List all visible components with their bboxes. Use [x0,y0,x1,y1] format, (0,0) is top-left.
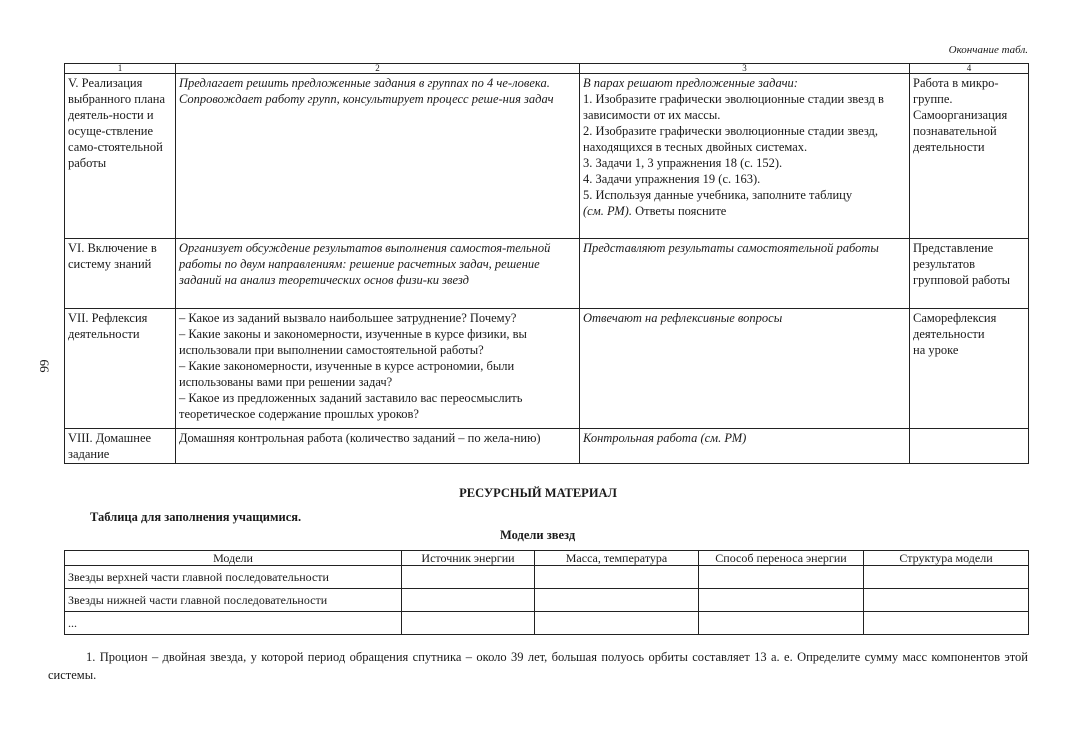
star-models-table: Модели Источник энергии Масса, температу… [64,550,1029,635]
stage-cell: VIII. Домашнее задание [64,428,176,464]
table-row: Звезды нижней части главной последовател… [64,588,1029,612]
empty-cell [863,611,1029,635]
empty-cell [534,565,699,589]
models-table-title: Модели звезд [500,528,576,542]
teacher-activity-cell: – Какое из заданий вызвало наибольшее за… [175,308,580,429]
activity-type-cell: Представление результатов групповой рабо… [909,238,1029,309]
empty-cell [863,565,1029,589]
column-number-row: 1 2 3 4 [64,63,1029,74]
table-row: V. Реализация выбранного плана деятель-н… [64,73,1029,239]
student-activity-cell: В парах решают предложенные задачи: 1. И… [579,73,910,239]
empty-cell [698,611,864,635]
lesson-plan-table: 1 2 3 4 V. Реализация выбранного плана д… [64,63,1029,464]
student-activity-cell: Контрольная работа (см. РМ) [579,428,910,464]
teacher-activity-cell: Домашняя контрольная работа (количество … [175,428,580,464]
student-activity-cell: Представляют результаты самостоятельной … [579,238,910,309]
table-row: VIII. Домашнее задание Домашняя контроль… [64,428,1029,464]
column-header: Масса, температура [534,550,699,566]
table-row: VII. Рефлексия деятельности – Какое из з… [64,308,1029,429]
column-header: Структура модели [863,550,1029,566]
table-intro: Таблица для заполнения учащимися. [90,510,302,524]
empty-cell [401,588,535,612]
table-row: Звезды верхней части главной последовате… [64,565,1029,589]
student-activity-cell: Отвечают на рефлексивные вопросы [579,308,910,429]
stage-cell: VII. Рефлексия деятельности [64,308,176,429]
student-task-tail-text: Ответы поясните [631,204,727,218]
column-header: Модели [64,550,402,566]
empty-cell [534,611,699,635]
empty-cell [401,611,535,635]
activity-type-cell: Работа в микро-группе. Самоорганизация п… [909,73,1029,239]
column-number: 3 [579,63,910,74]
table-caption: Окончание табл. [948,44,1028,56]
models-header-row: Модели Источник энергии Масса, температу… [64,550,1029,566]
resource-material-heading: РЕСУРСНЫЙ МАТЕРИАЛ [459,486,617,500]
empty-cell [698,565,864,589]
empty-cell [534,588,699,612]
column-number: 2 [175,63,580,74]
stage-cell: VI. Включение в систему знаний [64,238,176,309]
model-name-cell: ... [64,611,402,635]
teacher-activity-cell: Организует обсуждение результатов выполн… [175,238,580,309]
stage-cell: V. Реализация выбранного плана деятель-н… [64,73,176,239]
empty-cell [698,588,864,612]
model-name-cell: Звезды нижней части главной последовател… [64,588,402,612]
activity-type-cell: Саморефлексия деятельности на уроке [909,308,1029,429]
task-paragraph: 1. Процион – двойная звезда, у которой п… [48,650,1028,682]
column-number: 1 [64,63,176,74]
column-header: Способ переноса энергии [698,550,864,566]
model-name-cell: Звезды верхней части главной последовате… [64,565,402,589]
student-activity-intro: В парах решают предложенные задачи: [583,76,798,90]
column-number: 4 [909,63,1029,74]
empty-cell [863,588,1029,612]
teacher-activity-cell: Предлагает решить предложенные задания в… [175,73,580,239]
student-task-tail: (см. РМ). Ответы поясните [583,203,906,219]
table-row: ... [64,611,1029,635]
activity-type-cell [909,428,1029,464]
table-row: VI. Включение в систему знаний Организуе… [64,238,1029,309]
resource-reference: (см. РМ). [583,204,632,218]
student-task-list: 1. Изобразите графически эволюционные ст… [583,92,884,202]
page-number: 99 [36,359,52,373]
column-header: Источник энергии [401,550,535,566]
empty-cell [401,565,535,589]
